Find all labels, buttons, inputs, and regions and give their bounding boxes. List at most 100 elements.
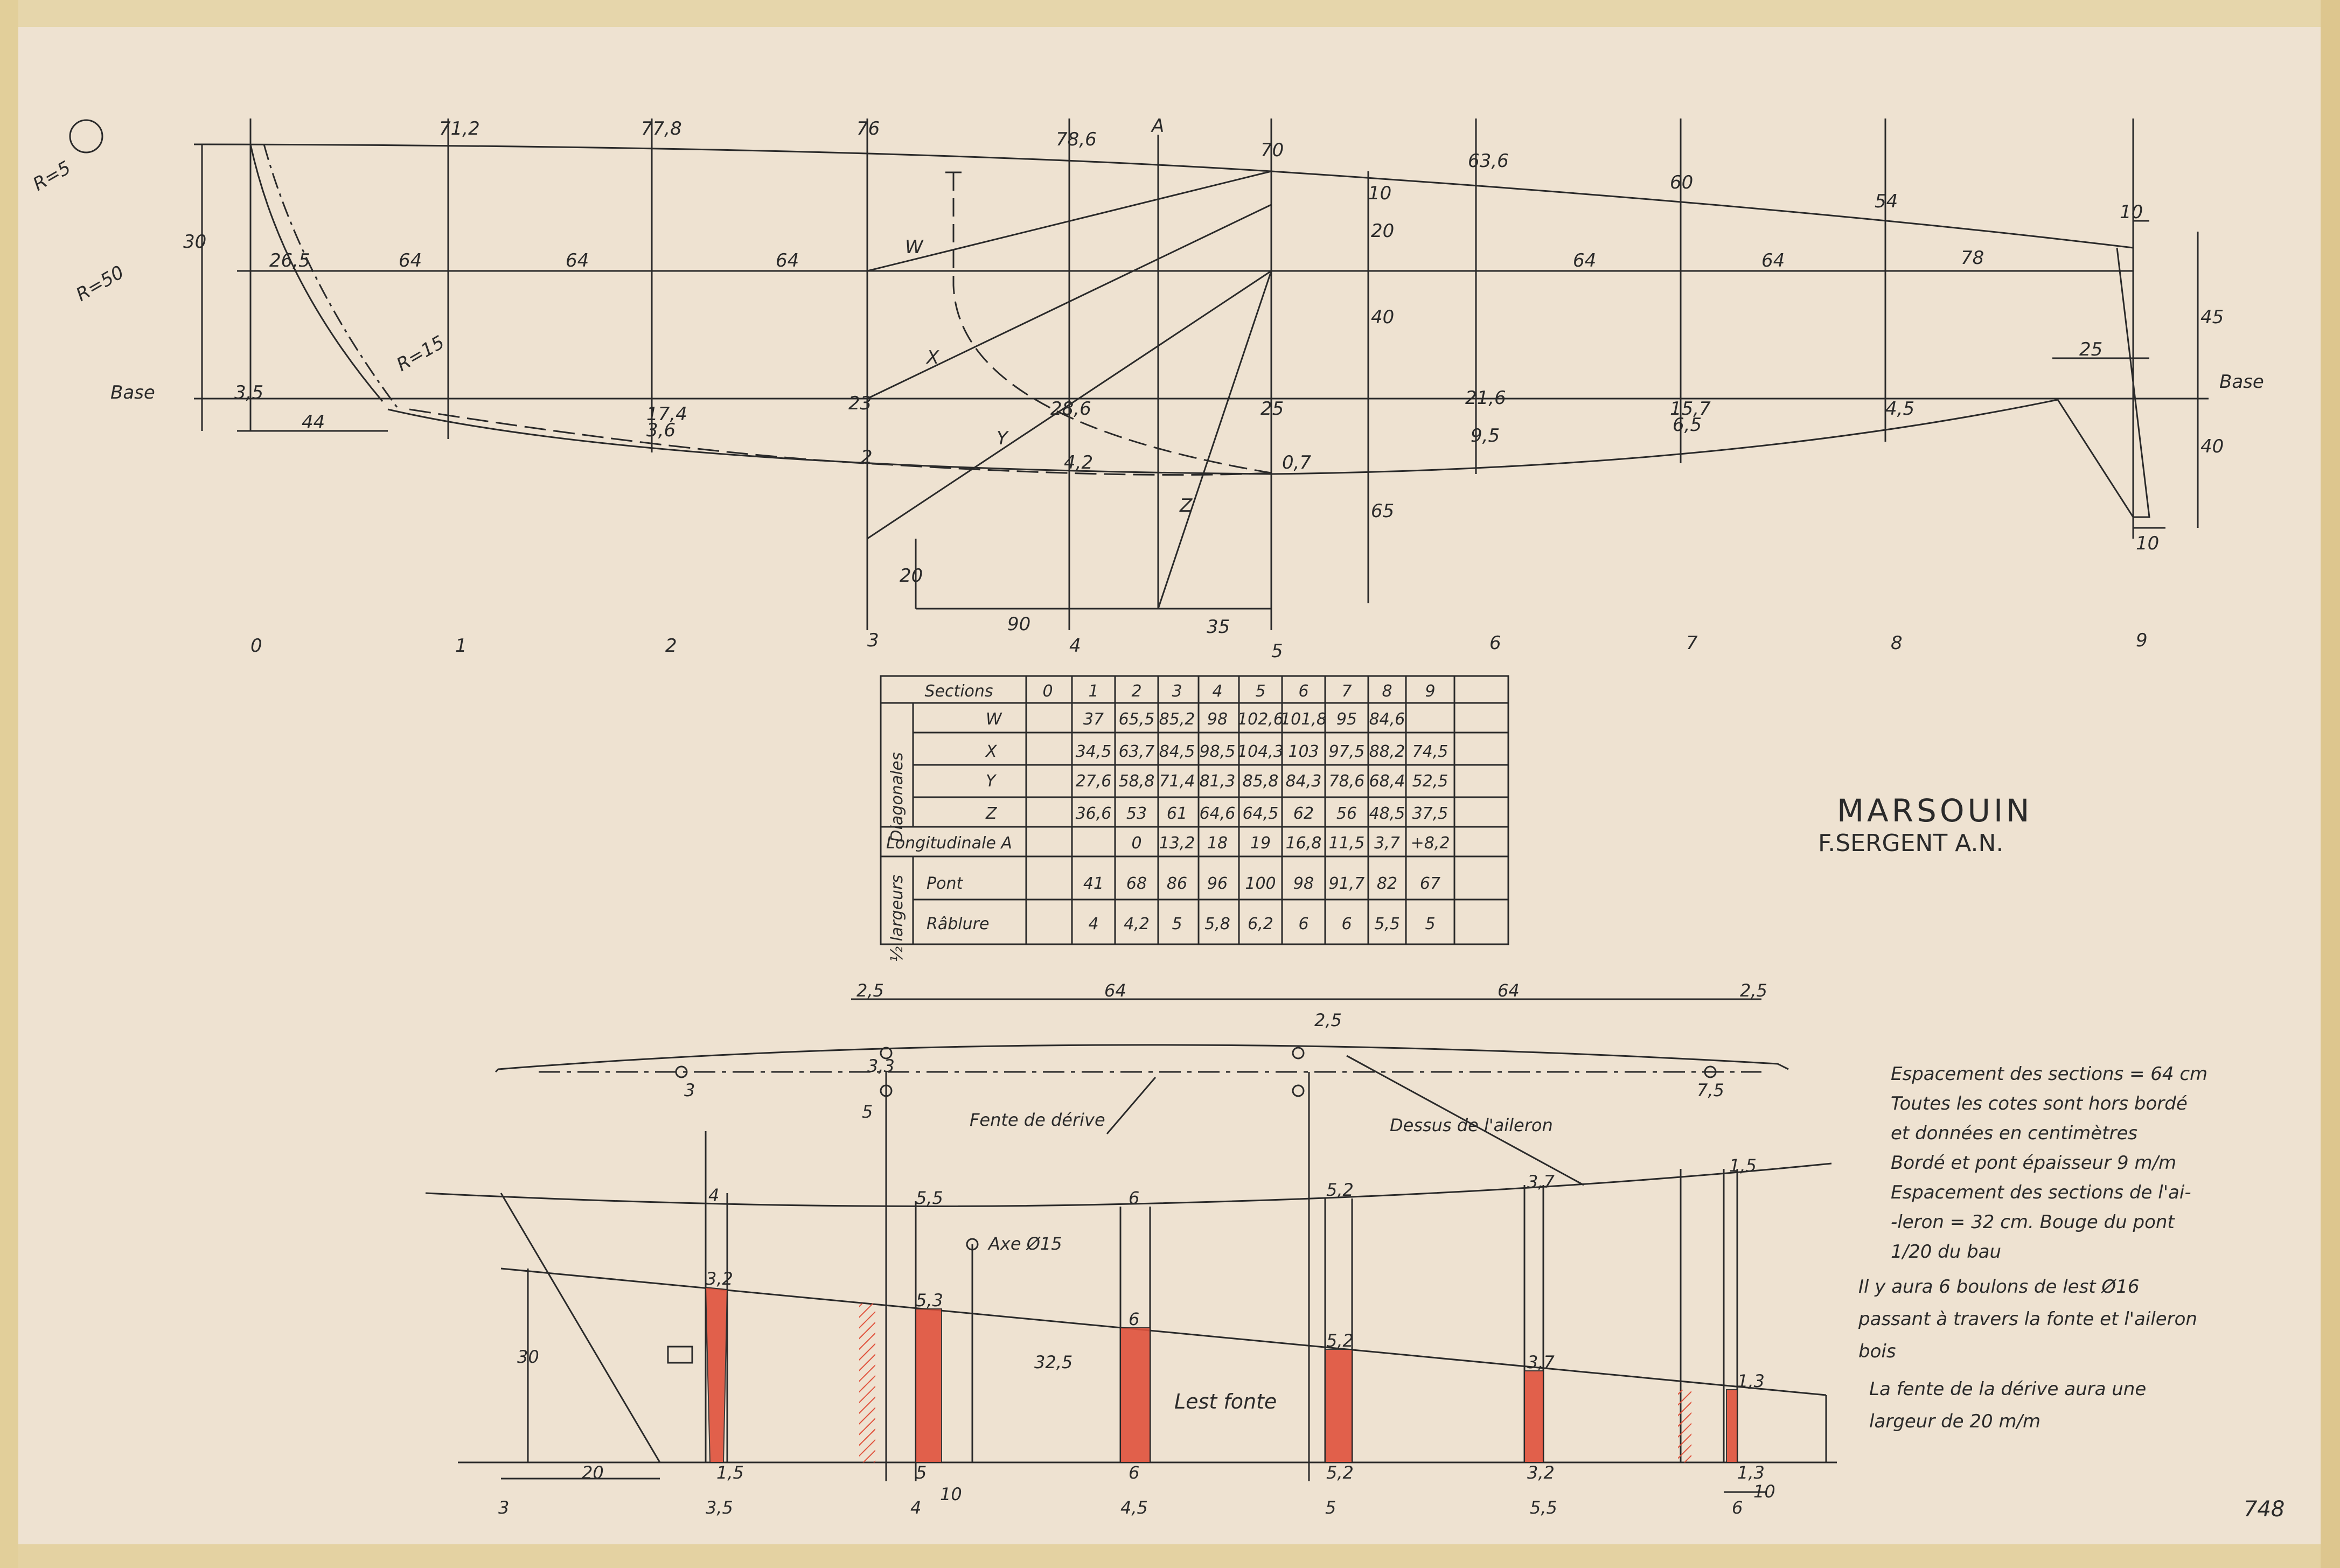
keel-dim-6-bottom: 6 — [1129, 1462, 1139, 1483]
table-cell: 6 — [1341, 915, 1352, 933]
table-cell: 68,4 — [1369, 772, 1405, 791]
table-cell: 98 — [1207, 710, 1228, 729]
value-28-6: 28,6 — [1050, 398, 1091, 420]
keel-dim-5: 5 — [862, 1102, 873, 1122]
table-cell: 34,5 — [1076, 742, 1112, 761]
spacing-64-e: 64 — [1761, 250, 1785, 271]
lead-keel-sections — [705, 1286, 1738, 1463]
keel-dim-1-3-bottom: 1,3 — [1737, 1462, 1765, 1483]
value-3-6: 3,6 — [646, 420, 675, 441]
value-17-4: 17,4 — [646, 403, 687, 425]
table-row-label: X — [985, 742, 998, 761]
keel-dim-3-3: 3,3 — [867, 1056, 895, 1076]
table-cell: 97,5 — [1329, 742, 1365, 761]
label-axe: Axe Ø15 — [987, 1234, 1062, 1254]
table-cell: 27,6 — [1076, 772, 1112, 791]
dim-20-v: 20 — [1371, 220, 1394, 242]
note-line-8: Il y aura 6 boulons de lest Ø16 — [1858, 1276, 2139, 1298]
table-cell: 11,5 — [1329, 834, 1365, 853]
diagonal-z — [1157, 270, 1272, 609]
radius-r5: R=5 — [30, 157, 75, 196]
table-header-cell: 5 — [1255, 682, 1265, 701]
table-cell: 74,5 — [1412, 742, 1448, 761]
value-6-5: 6,5 — [1673, 414, 1702, 436]
section-label-1: 1 — [455, 635, 467, 657]
profile-labels: Base Base 0 1 2 3 4 5 6 7 8 9 71,2 77,8 … — [30, 115, 2264, 662]
drawing-title: MARSOUIN — [1837, 792, 2032, 829]
table-cell: 37,5 — [1412, 804, 1448, 823]
value-9-5: 9,5 — [1471, 425, 1500, 447]
letter-y: Y — [997, 428, 1009, 449]
table-header-cell: 3 — [1172, 682, 1182, 701]
note-line-10: bois — [1858, 1341, 1896, 1362]
value-10: 10 — [1368, 183, 1391, 204]
table-cell: 81,3 — [1200, 772, 1236, 791]
table-cell: 19 — [1250, 834, 1271, 853]
dim-35: 35 — [1207, 616, 1230, 638]
diagonal-x — [867, 204, 1272, 400]
dim-90: 90 — [1007, 614, 1030, 635]
keel-station-5: 5 — [1325, 1497, 1336, 1518]
hull-bottom-line — [387, 399, 2058, 475]
table-row-label: Pont — [927, 874, 963, 893]
table-cell: 18 — [1207, 834, 1228, 853]
lead-section-6 — [1726, 1389, 1738, 1463]
value-15-7: 15,7 — [1670, 398, 1711, 420]
table-cell: 16,8 — [1286, 834, 1322, 853]
table-cell: 37 — [1083, 710, 1104, 729]
station-value-8: 54 — [1875, 191, 1898, 212]
note-line-7: 1/20 du bau — [1891, 1241, 2001, 1263]
axe-circle — [966, 1238, 979, 1251]
drawing-author: F.SERGENT A.N. — [1818, 830, 2003, 857]
keel-dim-7-5: 7,5 — [1697, 1080, 1724, 1100]
table-cell: 64,5 — [1243, 804, 1279, 823]
table-cell: 6,2 — [1248, 915, 1273, 933]
paper-border-left — [0, 0, 18, 1568]
table-group-diagonales: Diagonales — [888, 752, 907, 842]
table-header-cell: 0 — [1042, 682, 1053, 701]
keel-view — [425, 998, 1837, 1493]
section-label-3: 3 — [867, 630, 879, 651]
value-0-7: 0,7 — [1282, 452, 1311, 473]
keel-dim-5-2-bottom: 5,2 — [1326, 1462, 1354, 1483]
table-cell: 61 — [1167, 804, 1187, 823]
dim-25: 25 — [2079, 339, 2102, 360]
table-cell: 62 — [1293, 804, 1314, 823]
table-cell: 0 — [1131, 834, 1141, 853]
section-label-4: 4 — [1069, 635, 1081, 657]
note-line-9: passant à travers la fonte et l'aileron — [1858, 1308, 2197, 1330]
rabbet-line — [409, 408, 1272, 476]
hatch-section-6 — [1678, 1390, 1691, 1462]
table-row-label: Y — [986, 772, 997, 791]
table-cell: 88,2 — [1369, 742, 1405, 761]
table-cell: 104,3 — [1237, 742, 1284, 761]
keel-station-3: 3 — [498, 1497, 509, 1518]
dim-45: 45 — [2200, 306, 2224, 328]
table-header-cell: 9 — [1425, 682, 1435, 701]
table-cell: 64,6 — [1200, 804, 1236, 823]
keel-station-4-5: 4,5 — [1120, 1497, 1148, 1518]
lead-section-3-5 — [705, 1286, 728, 1463]
spacing-26-5: 26,5 — [269, 250, 310, 271]
radius-r15: R=15 — [393, 331, 449, 375]
table-cell: 5 — [1425, 915, 1435, 933]
spacing-64-a: 64 — [399, 250, 422, 271]
table-header-cell: 4 — [1212, 682, 1222, 701]
table-cell: 86 — [1167, 874, 1187, 893]
stem-line — [249, 144, 384, 402]
keel-dim-10-b: 10 — [1753, 1481, 1775, 1502]
table-frame — [880, 675, 1509, 945]
keel-dim-3-7-b: 3,7 — [1527, 1352, 1555, 1372]
keel-dim-1-5-bottom: 1,5 — [716, 1462, 744, 1483]
table-cell: +8,2 — [1411, 834, 1450, 853]
sheer-line — [193, 143, 2134, 249]
table-header-cell: Sections — [924, 682, 993, 701]
spacing-64-b: 64 — [566, 250, 589, 271]
base-label-right: Base — [2219, 371, 2264, 393]
table-header-cell: 1 — [1088, 682, 1098, 701]
station-value-4: 78,6 — [1056, 129, 1097, 150]
table-cell: 100 — [1245, 874, 1276, 893]
paper-border-top — [0, 0, 2340, 27]
